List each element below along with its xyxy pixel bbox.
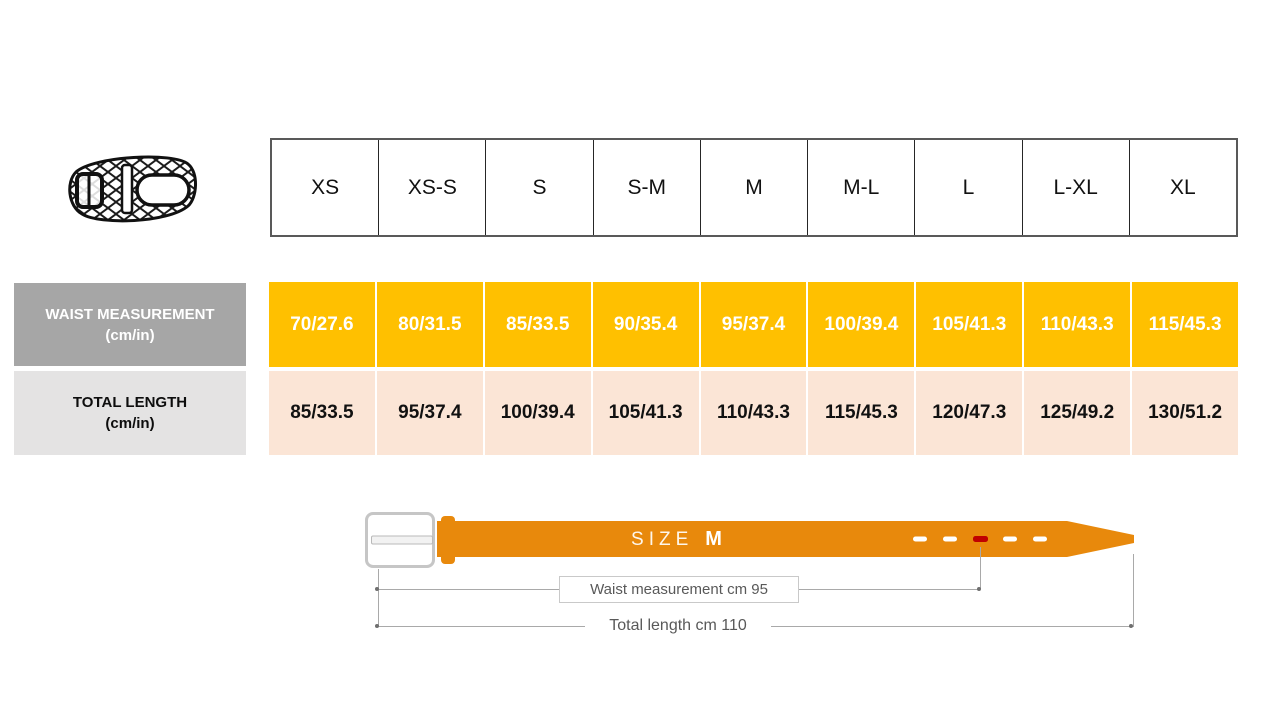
size-column-s-m: S-M bbox=[592, 140, 700, 235]
waist-measurement-values-row: 70/27.6 80/31.5 85/33.5 90/35.4 95/37.4 … bbox=[269, 282, 1239, 367]
waist-value-xs-s: 80/31.5 bbox=[376, 282, 483, 367]
dimension-endpoint-dot bbox=[1129, 624, 1133, 628]
total-length-label-unit: (cm/in) bbox=[105, 415, 155, 432]
dimension-line-tip-vertical bbox=[1133, 554, 1134, 626]
waist-value-m-l: 100/39.4 bbox=[808, 282, 915, 367]
dimension-endpoint-dot bbox=[977, 587, 981, 591]
waist-value-m: 95/37.4 bbox=[700, 282, 807, 367]
braided-belt-icon bbox=[60, 148, 202, 232]
total-length-row-label: TOTAL LENGTH (cm/in) bbox=[14, 371, 246, 455]
dimension-endpoint-dot bbox=[375, 624, 379, 628]
length-value-m: 110/43.3 bbox=[700, 371, 807, 455]
belt-strap bbox=[437, 521, 1134, 557]
size-column-m-l: M-L bbox=[807, 140, 914, 235]
size-column-s: S bbox=[485, 140, 592, 235]
dimension-line-hole-vertical bbox=[980, 547, 981, 589]
total-length-annotation: Total length cm 110 bbox=[585, 614, 771, 638]
belt-hole-1 bbox=[913, 536, 927, 542]
size-column-xs: XS bbox=[311, 175, 340, 199]
belt-hole-4 bbox=[1003, 536, 1017, 542]
waist-measurement-label-text: WAIST MEASUREMENT bbox=[45, 305, 215, 323]
belt-hole-2 bbox=[943, 536, 957, 542]
length-value-l: 120/47.3 bbox=[916, 371, 1023, 455]
waist-measurement-annotation: Waist measurement cm 95 bbox=[559, 576, 799, 603]
waist-value-xl: 115/45.3 bbox=[1132, 282, 1239, 367]
belt-hole-5 bbox=[1033, 536, 1047, 542]
size-column-m: M bbox=[699, 140, 807, 235]
size-column-xs-s: XS-S bbox=[378, 140, 485, 235]
waist-measurement-row-label: WAIST MEASUREMENT (cm/in) bbox=[14, 283, 246, 366]
length-value-m-l: 115/45.3 bbox=[808, 371, 915, 455]
waist-value-xs: 70/27.6 bbox=[269, 282, 375, 367]
size-column-l-xl: L-XL bbox=[1021, 140, 1129, 235]
braided-belt-illustration bbox=[68, 155, 197, 223]
belt-size-label: SIZE M bbox=[547, 526, 807, 552]
belt-hole-3-marked bbox=[973, 536, 988, 542]
size-column-xl: XL bbox=[1128, 140, 1236, 235]
length-value-s: 100/39.4 bbox=[484, 371, 591, 455]
waist-value-l-xl: 110/43.3 bbox=[1024, 282, 1131, 367]
waist-value-l: 105/41.3 bbox=[916, 282, 1023, 367]
belt-buckle bbox=[365, 512, 435, 568]
dimension-line-buckle-vertical bbox=[378, 569, 379, 626]
total-length-label-text: TOTAL LENGTH bbox=[72, 394, 188, 411]
total-length-values-row: 85/33.5 95/37.4 100/39.4 105/41.3 110/43… bbox=[269, 371, 1239, 455]
dimension-endpoint-dot bbox=[375, 587, 379, 591]
size-header-row: XS XS-S S S-M M M-L L L-XL XL bbox=[270, 138, 1238, 237]
length-value-xs: 85/33.5 bbox=[269, 371, 375, 455]
size-value: M bbox=[705, 528, 723, 550]
size-column-l: L bbox=[914, 140, 1021, 235]
waist-measurement-label-unit: (cm/in) bbox=[105, 326, 155, 344]
length-value-s-m: 105/41.3 bbox=[592, 371, 699, 455]
length-value-l-xl: 125/49.2 bbox=[1024, 371, 1131, 455]
waist-value-s: 85/33.5 bbox=[484, 282, 591, 367]
length-value-xs-s: 95/37.4 bbox=[376, 371, 483, 455]
size-word: SIZE bbox=[631, 529, 694, 550]
belt-buckle-prong bbox=[371, 535, 433, 545]
length-value-xl: 130/51.2 bbox=[1132, 371, 1239, 455]
waist-value-s-m: 90/35.4 bbox=[592, 282, 699, 367]
